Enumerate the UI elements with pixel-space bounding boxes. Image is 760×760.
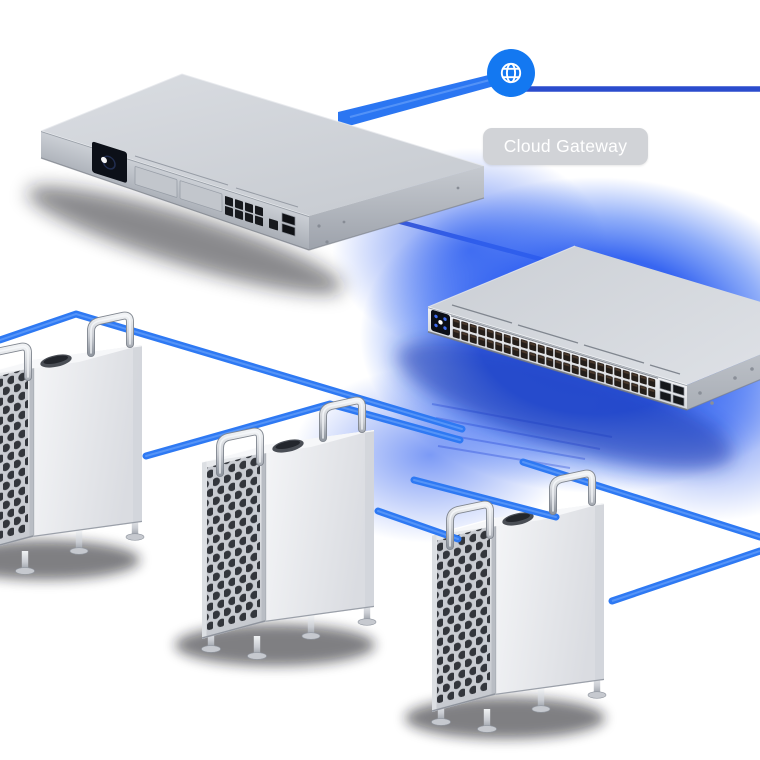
switch-rj45-ports — [452, 316, 656, 400]
gateway-front-panel — [41, 131, 309, 251]
gateway-top — [41, 74, 484, 216]
switch-sfp-ports — [659, 379, 685, 407]
gateway-screws — [317, 186, 460, 244]
switch-screws — [698, 367, 754, 405]
cable-right-lower — [608, 547, 760, 605]
server-tower-1 — [0, 344, 145, 576]
gateway-rj45-ports — [225, 196, 278, 231]
gateway-drive-bays — [134, 166, 223, 213]
internet-node — [487, 49, 535, 97]
gateway-display — [92, 141, 127, 183]
switch-display — [431, 310, 450, 336]
cloud-gateway-badge: Cloud Gateway — [483, 128, 648, 165]
gateway-shadow — [27, 186, 343, 294]
switch-top — [428, 246, 760, 385]
gateway-sfp-ports — [281, 212, 296, 237]
globe-icon — [500, 62, 522, 84]
server-shadows — [0, 540, 605, 739]
switch-side — [687, 354, 760, 410]
gateway-device — [27, 73, 485, 294]
gateway-side — [309, 166, 484, 250]
switch-device — [427, 245, 760, 411]
internet-uplink-cable — [338, 70, 509, 129]
